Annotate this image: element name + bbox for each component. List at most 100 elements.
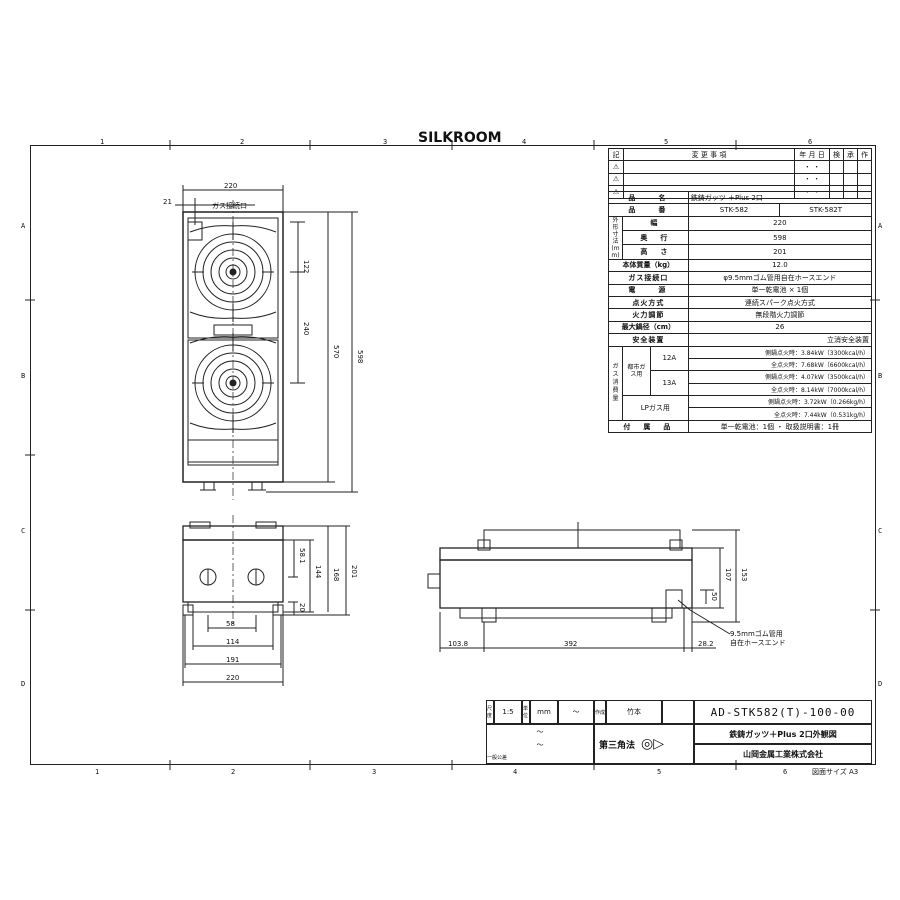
dims-group-label: 外形寸法(mm) <box>608 215 623 260</box>
power-label: 電 源 <box>608 283 689 297</box>
gas-conn-value: φ9.5mmゴム管用自在ホースエンド <box>687 271 873 285</box>
dim-168: 168 <box>332 568 340 581</box>
rev-drawn-header: 作 <box>857 147 872 162</box>
consumption-lp-1: 側鍋点火時：3.72kW（0.266kg/h） <box>687 395 873 409</box>
drawn-label: 作成 <box>594 700 606 724</box>
zone-number: 2 <box>231 768 236 776</box>
consumption-13a-1: 側鍋点火時：4.07kW（3500kcal/h） <box>687 370 873 384</box>
trivet-label: 最大鍋径（cm） <box>608 320 689 335</box>
ignition-value: 連続スパーク点火方式 <box>687 295 873 310</box>
zone-number: 2 <box>240 138 245 146</box>
rev-date-header: 年 月 日 <box>794 147 830 162</box>
tolerance-row: ～ <box>536 741 544 750</box>
unit-value: mm <box>530 700 558 724</box>
rev-date: ・ ・ <box>794 172 830 187</box>
zone-number: 1 <box>100 138 105 146</box>
zone-number: 4 <box>513 768 518 776</box>
scale-label: 尺度 <box>486 700 494 724</box>
dim-103-8: 103.8 <box>448 640 468 648</box>
zone-number: 6 <box>783 768 788 776</box>
dim-58: 58 <box>226 620 235 628</box>
dim-240: 240 <box>302 322 310 335</box>
drawing-number: AD-STK582(T)-100-00 <box>694 700 872 724</box>
zone-letter: C <box>878 527 883 535</box>
model-1: STK-582 <box>687 203 781 217</box>
consumption-12a-1: 側鍋点火時：3.84kW（3300kcal/h） <box>687 345 873 359</box>
zone-letter: D <box>878 680 883 688</box>
blank-cell <box>662 700 694 724</box>
sheet-size: 図面サイズ A3 <box>812 768 859 776</box>
gas-13a: 13A <box>649 370 689 397</box>
lp-gas-label: LPガス用 <box>621 395 689 421</box>
dim-28-2: 28.2 <box>698 640 714 648</box>
rev-mark: ⚠ <box>608 172 624 187</box>
gas-inlet-label: ガス接続口 <box>212 201 247 210</box>
zone-number: 1 <box>95 768 100 776</box>
zone-number: 3 <box>372 768 377 776</box>
safety-value: 立消安全装置 <box>687 333 873 347</box>
tolerance-row: ～ <box>536 727 544 736</box>
dim-598: 598 <box>356 350 364 363</box>
trivet-value: 26 <box>687 320 873 335</box>
gas-conn-label: ガス接続口 <box>608 271 689 285</box>
revision-table: 記 変 更 事 項 年 月 日 検 承 作 ⚠ ・ ・ ⚠ ・ ・ ⚠ ・ ・ <box>608 147 872 199</box>
consumption-lp-2: 全点火時：7.44kW（0.531kg/h） <box>687 407 873 421</box>
zone-number: 5 <box>664 138 669 146</box>
consumption-13a-2: 全点火時：8.14kW（7000kcal/h） <box>687 382 873 397</box>
dim-570: 570 <box>332 345 340 358</box>
projection-label: 第三角法 <box>599 740 636 751</box>
model-2: STK-582T <box>779 203 872 217</box>
zone-number: 4 <box>522 138 527 146</box>
rev-change-header: 変 更 事 項 <box>623 147 795 162</box>
dim-20: 20 <box>298 603 306 612</box>
dim-50: 50 <box>710 592 718 601</box>
weight-label: 本体質量（kg） <box>608 258 689 273</box>
model-label: 品 番 <box>608 203 689 217</box>
tolerance-block: ～ ～ 一般公差 <box>486 724 594 764</box>
zone-letter: C <box>21 527 26 535</box>
dim-58-1: 58.1 <box>298 548 306 564</box>
flame-value: 無段階火力調節 <box>687 308 873 322</box>
spec-table: 品 名 鉄鋳ガッツ ＋Plus 2口 品 番 STK-582 STK-582T … <box>608 190 873 434</box>
zone-letter: D <box>21 680 26 688</box>
projection-cell: 第三角法 ◎▷ <box>594 724 694 764</box>
unit-label: 単位 <box>522 700 530 724</box>
dim-392: 392 <box>564 640 577 648</box>
gas-12a: 12A <box>649 345 689 372</box>
hose-note-line2: 自在ホースエンド <box>730 638 786 647</box>
dim-153: 153 <box>740 568 748 581</box>
dim-201: 201 <box>350 565 358 578</box>
dim-220: 220 <box>226 674 239 682</box>
rev-approved-header: 検 <box>829 147 844 162</box>
company-name: 山岡金属工業株式会社 <box>694 744 872 764</box>
dim-107: 107 <box>724 568 732 581</box>
power-value: 単一乾電池 × 1個 <box>687 283 873 297</box>
scale-value: 1:5 <box>494 700 522 724</box>
height-label: 高 さ <box>621 244 689 260</box>
drawn-by: 竹本 <box>606 700 662 724</box>
zone-number: 5 <box>657 768 662 776</box>
title-block: 尺度 1:5 単位 mm ～ 作成 竹本 AD-STK582(T)-100-00… <box>486 700 872 764</box>
brand-logo: SILKROOM <box>418 130 502 146</box>
dim-width: 220 <box>224 182 237 190</box>
product-name: 鉄鋳ガッツ ＋Plus 2口 <box>687 190 873 205</box>
product-name-label: 品 名 <box>608 190 689 205</box>
rev-mark: ⚠ <box>608 160 624 174</box>
safety-label: 安全装置 <box>608 333 689 347</box>
dim-144: 144 <box>314 565 322 579</box>
depth-label: 奥 行 <box>621 230 689 246</box>
width-label: 幅 <box>621 215 689 232</box>
depth-value: 598 <box>687 230 873 246</box>
ignition-label: 点火方式 <box>608 295 689 310</box>
city-gas-label: 都市ガス用 <box>621 345 651 397</box>
drawing-title: 鉄鋳ガッツ＋Plus 2口外観図 <box>694 724 872 744</box>
rev-date: ・ ・ <box>794 160 830 174</box>
dim-114: 114 <box>226 638 240 646</box>
weight-value: 12.0 <box>687 258 873 273</box>
zone-letter: A <box>878 222 883 230</box>
flame-label: 火力調節 <box>608 308 689 322</box>
zone-letter: B <box>878 372 883 380</box>
rev-mark-header: 記 <box>608 147 624 162</box>
width-value: 220 <box>687 215 873 232</box>
